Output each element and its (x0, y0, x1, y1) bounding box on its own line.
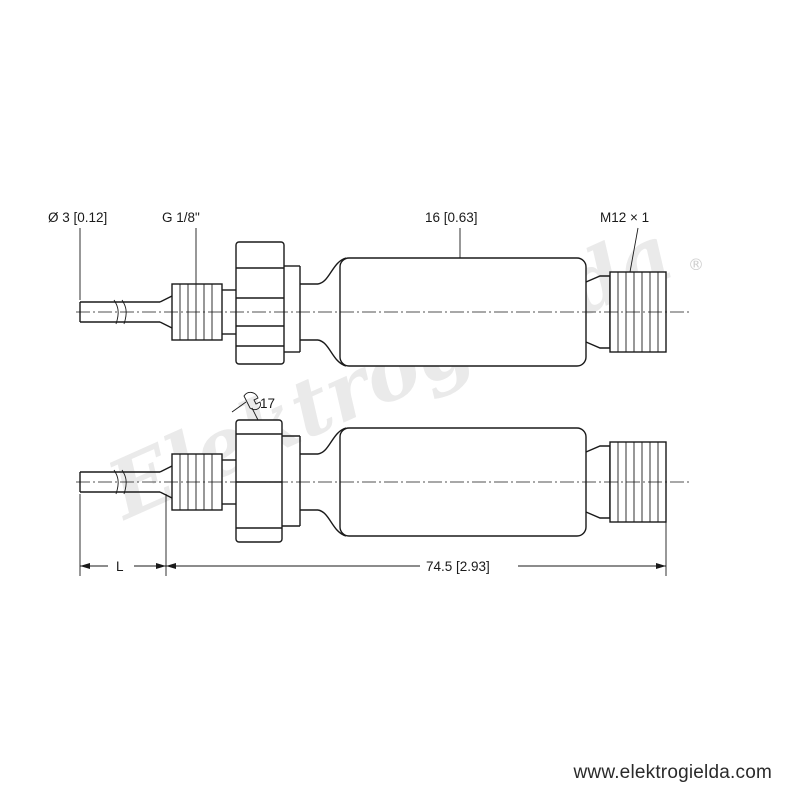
neck-bottom (282, 427, 347, 537)
sensor-top-view: Ø 3 [0.12] G 1/8" 16 [0.63] M12 × 1 (48, 210, 690, 367)
label-thread: G 1/8" (162, 210, 200, 225)
sensor-bottom-view: 17 (76, 391, 690, 543)
neck-top (284, 257, 347, 367)
wrench-icon (231, 391, 261, 421)
label-probe-diameter: Ø 3 [0.12] (48, 210, 107, 225)
watermark-registered: ® (688, 255, 704, 274)
footer-url[interactable]: www.elektrogielda.com (573, 762, 772, 783)
leader-connector (629, 227, 639, 273)
label-body-diameter: 16 [0.63] (425, 210, 478, 225)
label-length-var: L (116, 559, 124, 574)
label-connector-thread: M12 × 1 (600, 210, 649, 225)
probe-tip-top (79, 295, 173, 329)
label-overall-length: 74.5 [2.93] (426, 559, 490, 574)
hex-nut-bottom (235, 419, 283, 543)
hex-nut-top (235, 241, 285, 365)
dimension-lines: L 74.5 [2.93] (79, 494, 667, 576)
label-wrench-size: 17 (260, 396, 275, 411)
